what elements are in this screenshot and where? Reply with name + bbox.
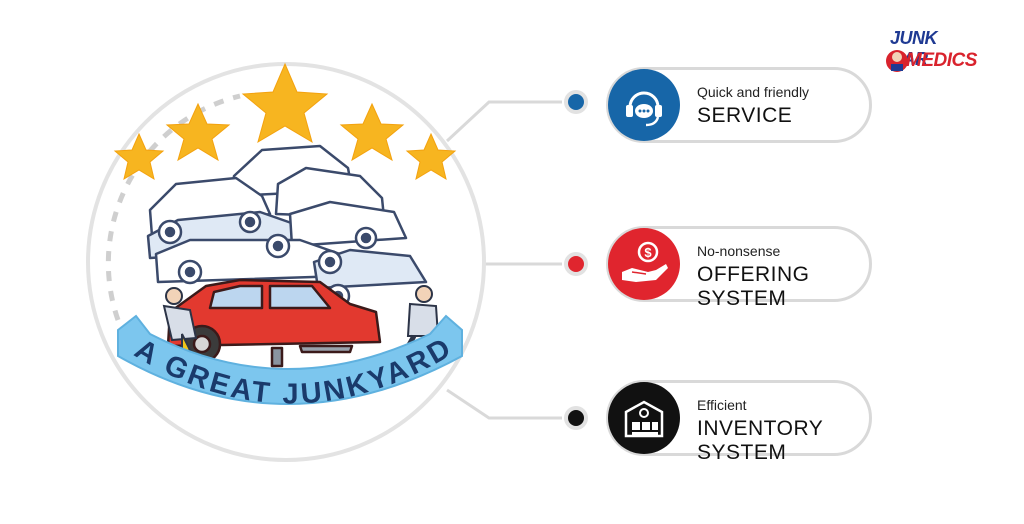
star-icon [339, 102, 405, 162]
star-icon [241, 62, 329, 144]
feature-subtitle: No-nonsense [697, 243, 781, 259]
connector-dot-service [568, 94, 584, 110]
customer-support-headset-icon [608, 69, 680, 141]
brand-logo: JUNK CAR MEDICS [884, 26, 977, 82]
dashed-arc [105, 93, 241, 321]
connector-lines [445, 100, 562, 420]
star-icon [405, 132, 457, 181]
rating-stars [113, 62, 457, 181]
feature-service: Quick and friendly SERVICE [606, 67, 872, 143]
svg-text:$: $ [644, 245, 652, 260]
star-icon [165, 102, 231, 162]
connector-dot-inventory [568, 410, 584, 426]
logo-line2: MEDICS [906, 50, 977, 71]
feature-subtitle: Efficient [697, 397, 747, 413]
feature-title: INVENTORY SYSTEM [697, 417, 823, 464]
feature-inventory-system: Efficient INVENTORY SYSTEM [606, 380, 872, 464]
feature-offering-system: $ No-nonsense OFFERING SYSTEM [606, 226, 872, 310]
car-stack [146, 144, 428, 309]
star-icon [113, 132, 165, 181]
mechanic-mascot-icon [886, 50, 908, 72]
feature-title: OFFERING SYSTEM [697, 263, 810, 310]
connector-dot-offering [568, 256, 584, 272]
warehouse-icon [608, 382, 680, 454]
feature-title: SERVICE [697, 104, 793, 127]
red-car [166, 278, 382, 368]
banner-ribbon [117, 314, 463, 405]
feature-subtitle: Quick and friendly [697, 84, 810, 100]
hand-holding-money-icon: $ [608, 228, 680, 300]
